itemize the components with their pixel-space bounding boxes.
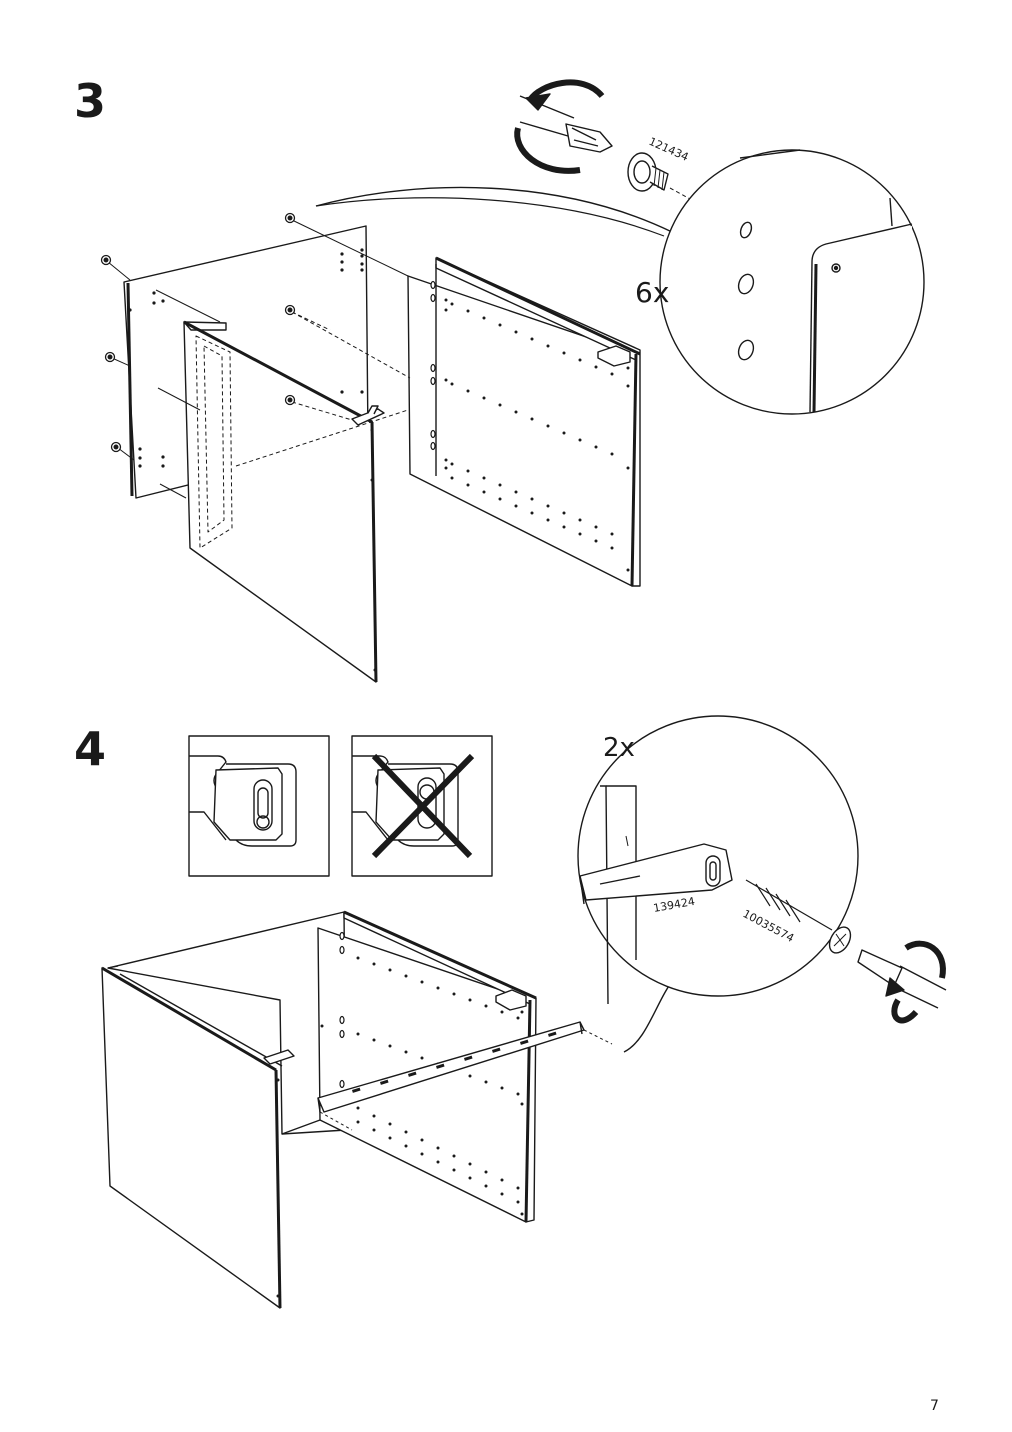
detail-circle-rail — [577, 715, 859, 1053]
page-number: 7 — [930, 1398, 939, 1414]
step-3-illustration — [100, 79, 925, 683]
shelf-holes — [444, 298, 630, 572]
rail — [317, 1021, 613, 1131]
side-panel-left — [183, 320, 385, 683]
cabinet — [101, 910, 537, 1309]
detail-circle — [659, 149, 925, 415]
quantity-6x: 6x — [635, 276, 669, 309]
screw-part — [745, 879, 852, 954]
step-4-illustration — [101, 715, 947, 1309]
side-panel-right — [407, 256, 641, 587]
quantity-2x: 2x — [603, 733, 635, 763]
incorrect-example-box — [351, 735, 493, 877]
screwdriver-icon — [514, 79, 613, 174]
cam-screw-guides — [107, 219, 411, 499]
screwdriver-icon-step4 — [857, 940, 947, 1024]
step-4-number: 4 — [74, 722, 107, 776]
step-3-number: 3 — [74, 74, 107, 128]
correct-example-box — [188, 735, 330, 877]
cross-icon — [371, 753, 475, 859]
